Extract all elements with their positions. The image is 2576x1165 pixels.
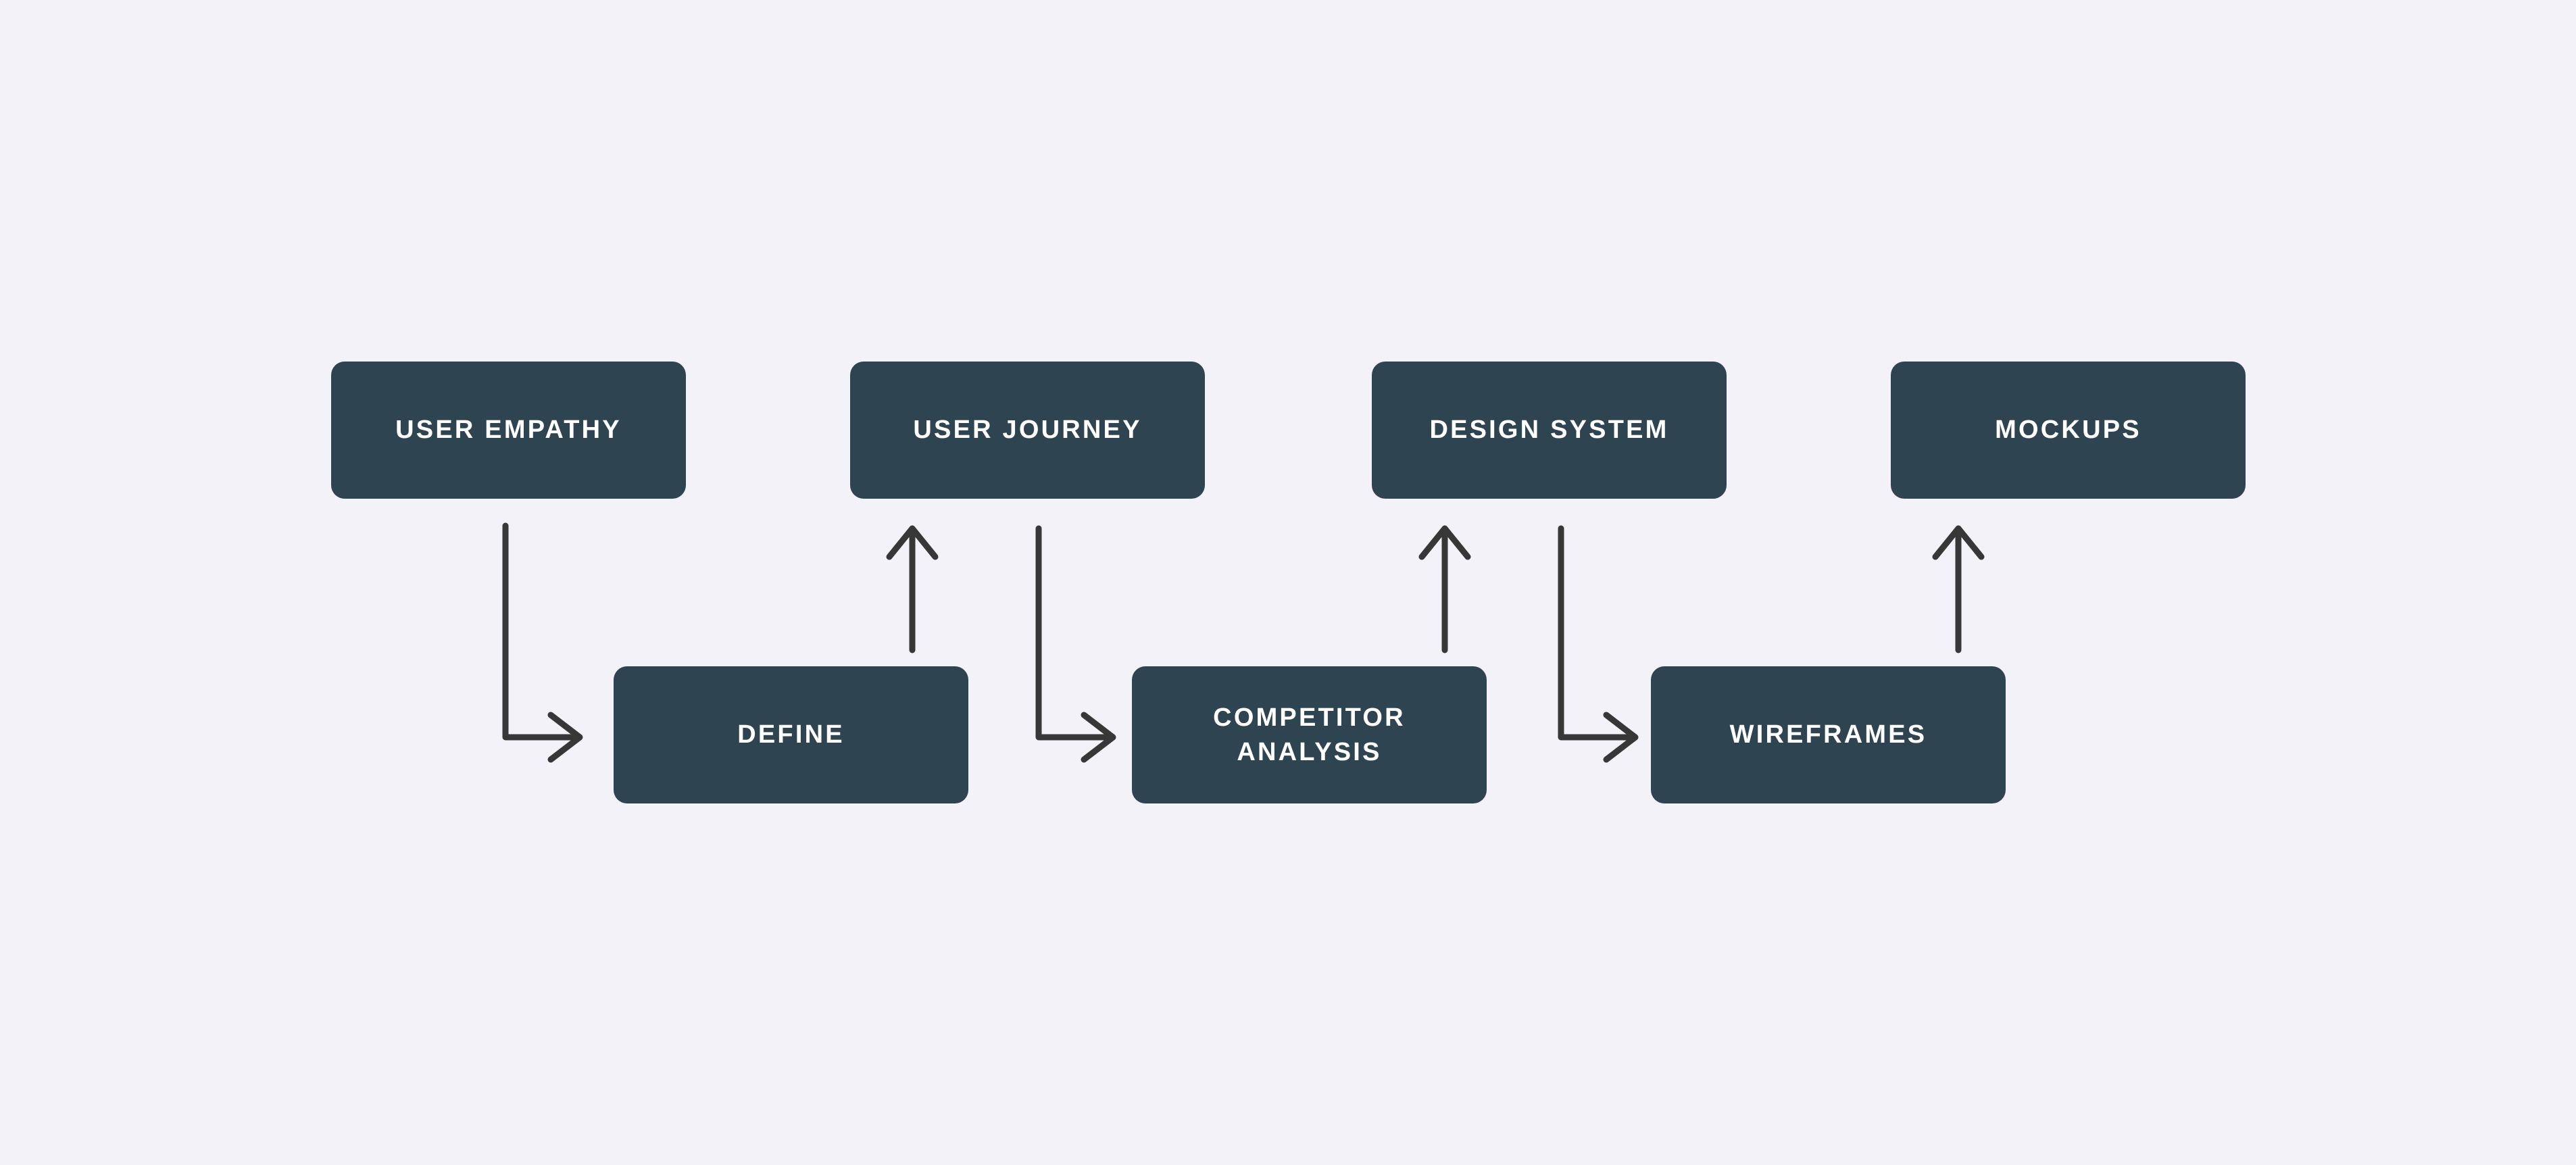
node-label: DEFINE xyxy=(737,720,845,749)
node-label: WIREFRAMES xyxy=(1729,720,1927,749)
node-label: USER JOURNEY xyxy=(913,416,1142,445)
node-label: COMPETITOR ANALYSIS xyxy=(1213,703,1406,766)
node-label: DESIGN SYSTEM xyxy=(1429,416,1669,445)
arrowhead-icon xyxy=(1081,712,1116,763)
arrowhead-icon xyxy=(1932,525,1985,560)
node-user-empathy[interactable]: USER EMPATHY xyxy=(331,362,686,499)
node-competitor-analysis[interactable]: COMPETITOR ANALYSIS xyxy=(1132,666,1487,803)
connector-line xyxy=(502,522,579,741)
node-wireframes[interactable]: WIREFRAMES xyxy=(1651,666,2006,803)
node-label: USER EMPATHY xyxy=(395,416,622,445)
node-design-system[interactable]: DESIGN SYSTEM xyxy=(1372,362,1727,499)
connector-line xyxy=(1035,525,1112,741)
node-mockups[interactable]: MOCKUPS xyxy=(1891,362,2246,499)
arrowhead-icon xyxy=(886,525,939,560)
arrowhead-icon xyxy=(1603,712,1639,763)
arrowhead-icon xyxy=(547,712,583,763)
node-label: MOCKUPS xyxy=(1995,416,2141,445)
node-define[interactable]: DEFINE xyxy=(614,666,968,803)
arrowhead-icon xyxy=(1418,525,1471,560)
node-user-journey[interactable]: USER JOURNEY xyxy=(850,362,1205,499)
connector-line xyxy=(1558,525,1635,741)
